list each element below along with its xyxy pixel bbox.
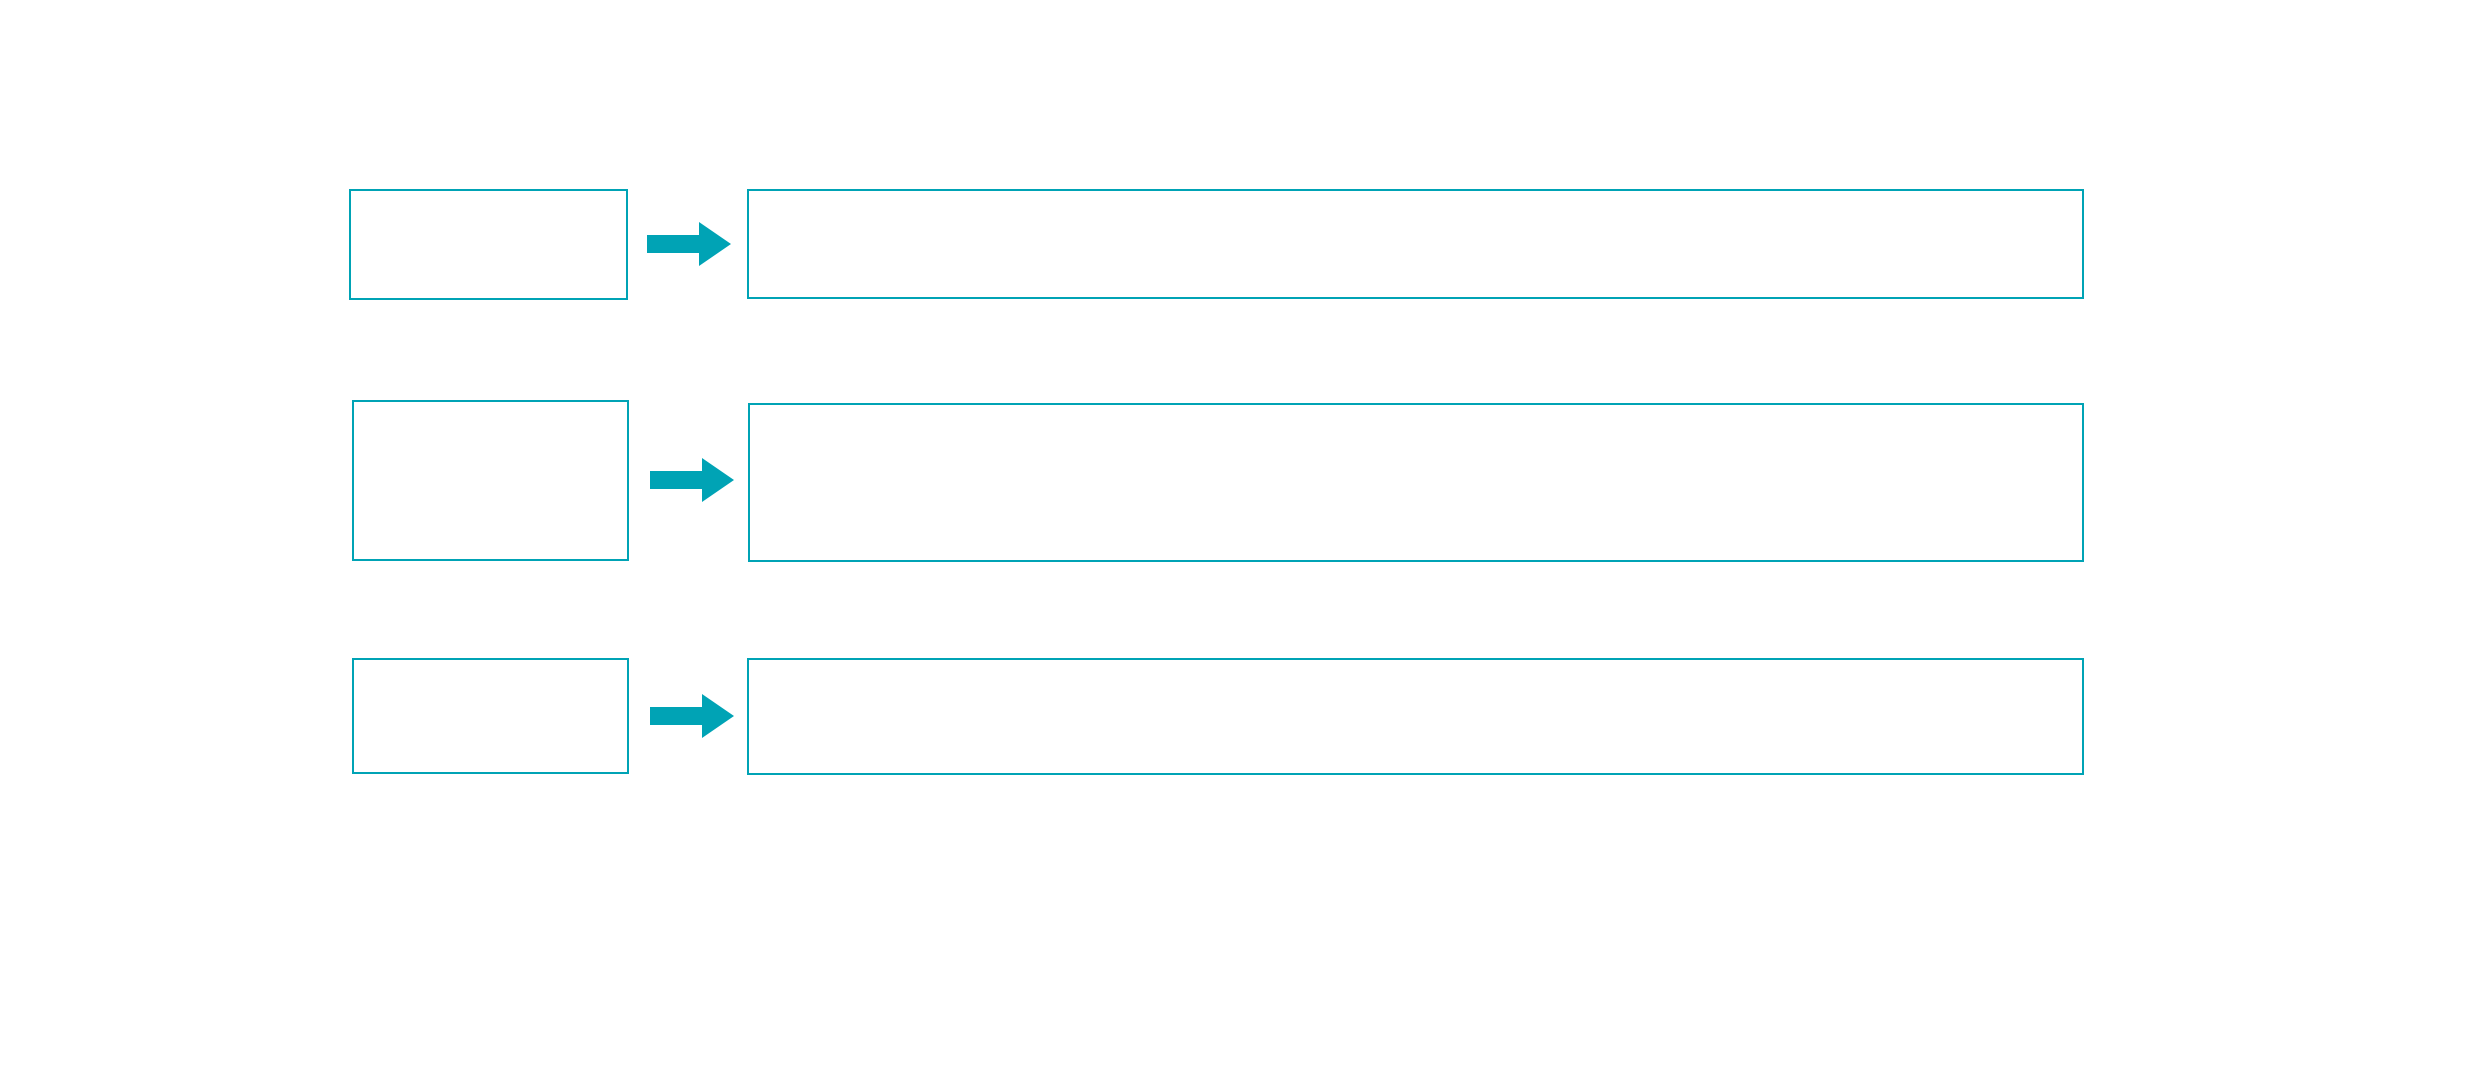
flow-row-1-target-box [747,189,2084,299]
flow-row-3-target-box [747,658,2084,775]
right-arrow-icon [647,222,731,266]
right-arrow-icon [650,694,734,738]
flow-row-1-source-box [349,189,628,300]
flow-row-2-source-box [352,400,629,561]
flow-row-2-target-box [748,403,2084,562]
flow-row-3-source-box [352,658,629,774]
right-arrow-icon [650,458,734,502]
